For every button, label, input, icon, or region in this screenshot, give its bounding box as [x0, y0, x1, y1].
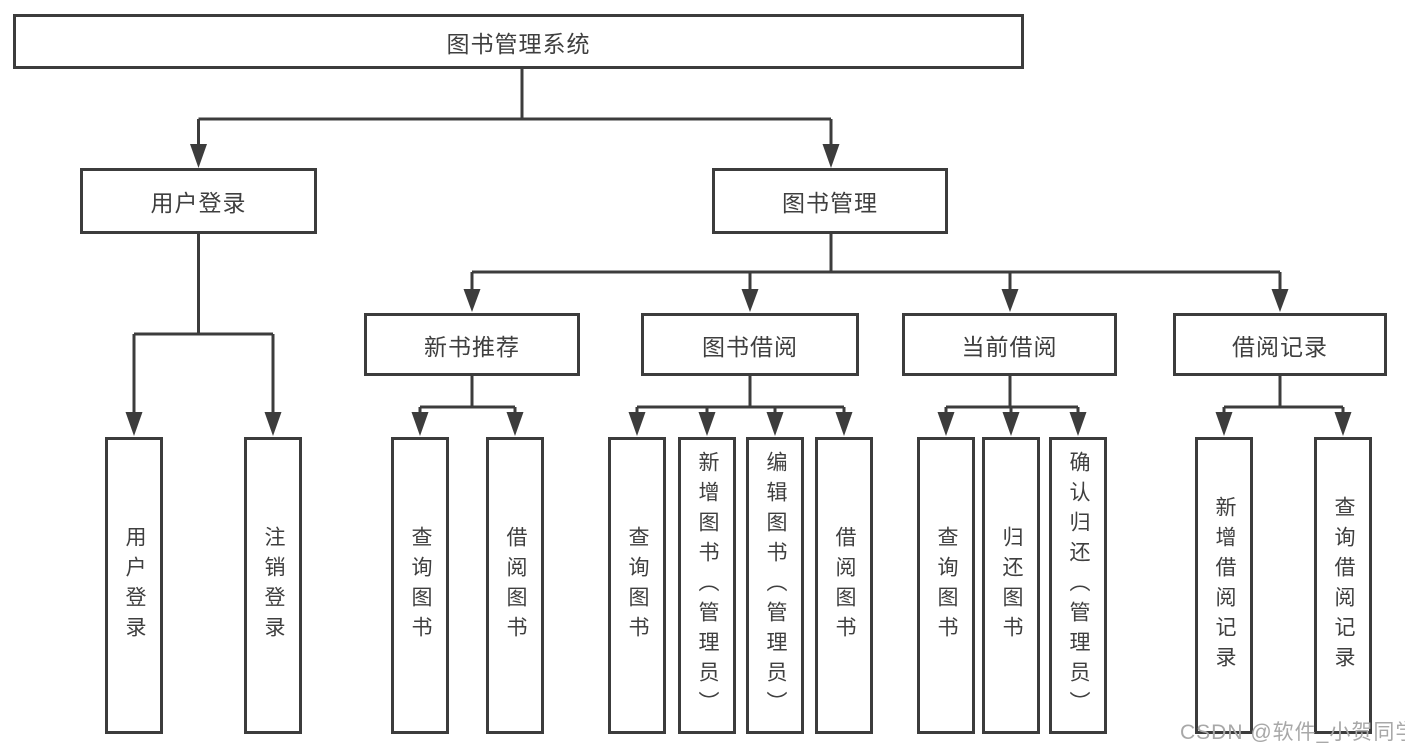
node-book-borrow-label: 图书借阅: [702, 333, 798, 360]
arrowheads-level2: [190, 144, 840, 168]
connector-bookborrow-to-leaves: [635, 376, 846, 413]
connector-root-to-level2: [197, 69, 833, 145]
node-book-management: 图书管理: [712, 168, 948, 234]
leaf-add-books-admin: 新增图书（管理员）: [678, 437, 736, 734]
leaf-newbook-borrow-books: 借阅图书: [486, 437, 544, 734]
node-borrow-records-label: 借阅记录: [1232, 333, 1328, 360]
leaf-query-borrow-record: 查询借阅记录: [1314, 437, 1372, 734]
connector-bookmgmt-to-level3: [470, 233, 1282, 290]
leaf-add-borrow-record: 新增借阅记录: [1195, 437, 1253, 734]
leaf-user-login: 用户登录: [105, 437, 163, 734]
leaf-borrow-query-books: 查询图书: [608, 437, 666, 734]
node-borrow-records: 借阅记录: [1173, 313, 1387, 376]
node-book-borrow: 图书借阅: [641, 313, 859, 376]
leaf-current-query-books: 查询图书: [917, 437, 975, 734]
connector-userlogin-to-leaves: [132, 233, 275, 412]
node-new-book-recommend: 新书推荐: [364, 313, 580, 376]
arrowheads-level3: [463, 289, 1289, 312]
node-root-system: 图书管理系统: [13, 14, 1024, 69]
node-book-management-label: 图书管理: [782, 190, 878, 216]
node-current-borrow-label: 当前借阅: [961, 333, 1058, 360]
node-user-login: 用户登录: [80, 168, 317, 234]
node-user-login-label: 用户登录: [150, 190, 247, 216]
leaf-newbook-query-books: 查询图书: [391, 437, 449, 734]
connector-borrowrecords-to-leaves: [1222, 376, 1345, 413]
leaf-borrow-books: 借阅图书: [815, 437, 873, 734]
leaf-confirm-return-admin: 确认归还（管理员）: [1049, 437, 1107, 734]
leaf-return-books: 归还图书: [982, 437, 1040, 734]
watermark: CSDN @软件_小贺同学: [1180, 721, 1405, 744]
connector-currentborrow-to-leaves: [944, 376, 1080, 413]
arrowheads-leaves: [125, 412, 1352, 436]
node-current-borrow: 当前借阅: [902, 313, 1117, 376]
node-new-book-recommend-label: 新书推荐: [424, 333, 520, 360]
leaf-edit-books-admin: 编辑图书（管理员）: [746, 437, 804, 734]
node-root-label: 图书管理系统: [446, 30, 591, 57]
leaf-logout: 注销登录: [244, 437, 302, 734]
connector-newbook-to-leaves: [418, 376, 517, 413]
